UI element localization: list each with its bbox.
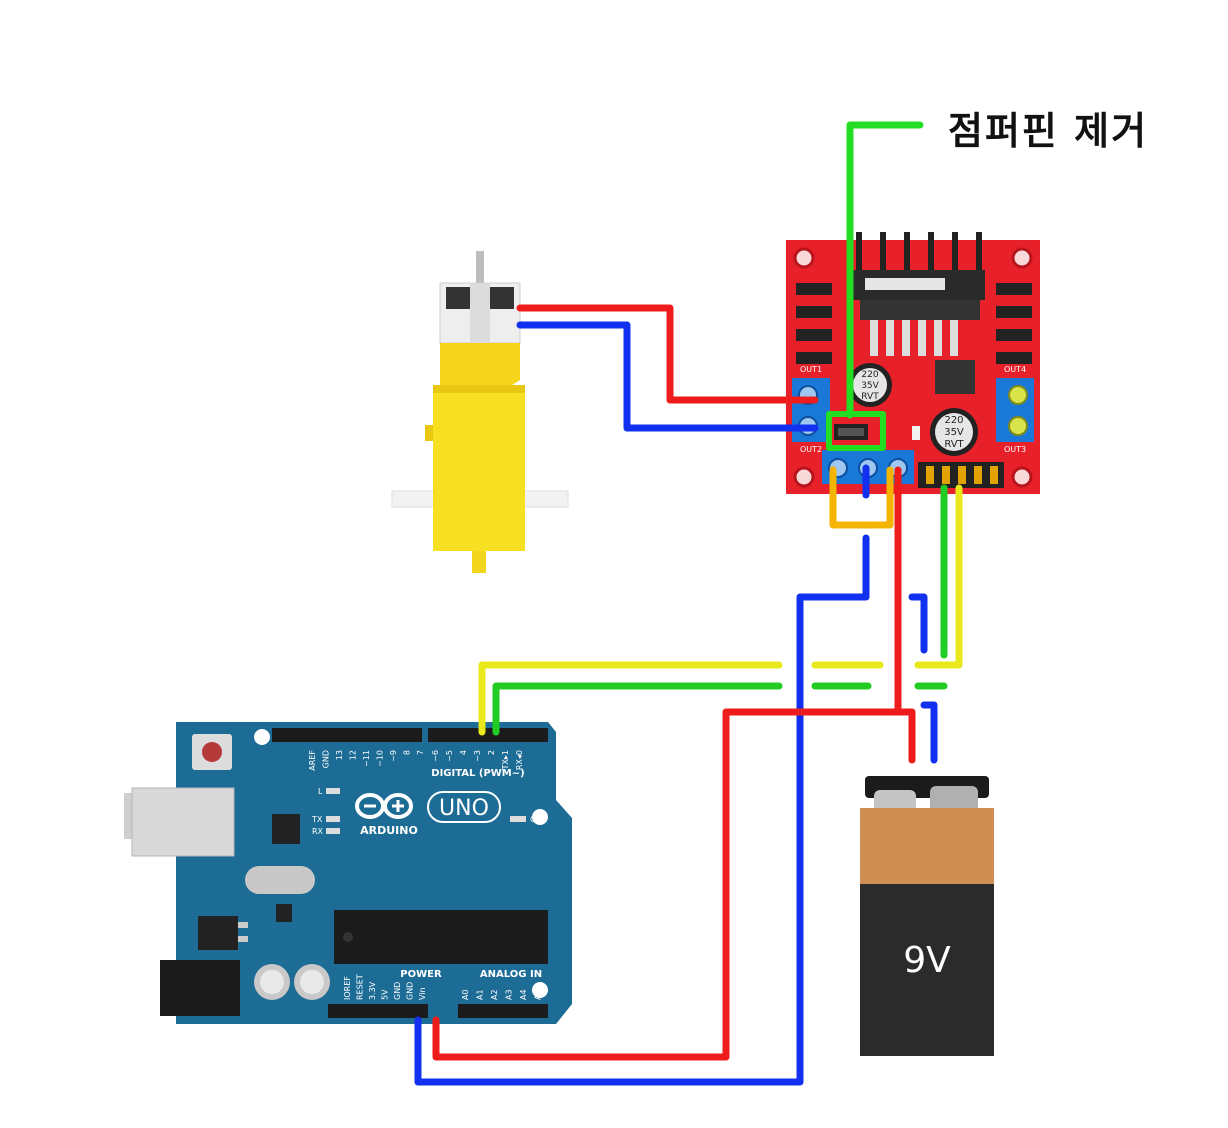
jumper-callout-line xyxy=(846,121,924,419)
orange-jumper-wire xyxy=(829,466,894,529)
pin-label: 13 xyxy=(335,750,344,760)
analog-label: ANALOG IN xyxy=(480,969,542,980)
pin-label: 4 xyxy=(459,750,468,755)
pin-label: ~6 xyxy=(431,750,440,762)
svg-text:TX: TX xyxy=(311,815,323,824)
pin-label: 2 xyxy=(487,750,496,755)
pin-label: 3.3V xyxy=(368,981,377,1000)
wires xyxy=(414,121,963,1086)
pin-label: ~3 xyxy=(473,750,482,762)
capacitor-right: 220 35V RVT xyxy=(930,408,978,456)
pin-label: ~5 xyxy=(445,750,454,762)
pin-label: ~11 xyxy=(362,750,371,767)
svg-text:OUT3: OUT3 xyxy=(1004,445,1026,454)
analog-header xyxy=(458,1004,548,1018)
pin-label: GND xyxy=(393,982,402,1000)
dc-gear-motor xyxy=(391,251,569,573)
svg-text:35V: 35V xyxy=(944,427,964,438)
battery-positive-red xyxy=(894,708,916,764)
digital-header-1 xyxy=(272,728,422,742)
pin-label: TX▸1 xyxy=(501,750,510,770)
svg-text:220: 220 xyxy=(861,370,878,380)
pin-label: A5 xyxy=(534,989,543,1000)
crystal xyxy=(245,866,315,894)
motor-shaft xyxy=(476,251,484,287)
digital-header-2 xyxy=(428,728,548,742)
gearbox-shaft xyxy=(472,551,486,573)
pin-label: AREF xyxy=(308,750,317,771)
pin-label: GND xyxy=(322,750,331,768)
pin-label: Vin xyxy=(418,987,427,1000)
gearbox-body xyxy=(433,385,525,551)
signal-yellow-driver xyxy=(914,484,963,669)
svg-text:OUT4: OUT4 xyxy=(1004,365,1026,374)
arduino-infinity-logo xyxy=(355,793,413,819)
pin-label: ~9 xyxy=(389,750,398,762)
arduino-brand-text: ARDUINO xyxy=(360,824,418,837)
dc-power-jack xyxy=(160,960,240,1016)
pin-label: 12 xyxy=(349,750,358,760)
pin-label: RX◂0 xyxy=(515,750,524,770)
svg-text:OUT2: OUT2 xyxy=(800,445,822,454)
battery-label: 9V xyxy=(903,940,951,981)
pin-label: RESET xyxy=(356,974,365,1000)
motor-wire-blue xyxy=(516,321,819,432)
pin-label: GND xyxy=(406,982,415,1000)
terminal-out1-out2 xyxy=(792,378,830,442)
signal-green-arduino xyxy=(492,682,783,736)
motor-wire-red xyxy=(516,304,819,404)
battery-copper-top xyxy=(860,808,994,886)
analog-pin-labels: A0 A1 A2 A3 A4 A5 xyxy=(461,989,543,1000)
l298n-motor-driver: 220 35V RVT 220 35V RVT OUT1 OUT4 OUT2 O… xyxy=(786,232,1040,494)
signal-yellow-arduino xyxy=(478,661,783,736)
svg-text:35V: 35V xyxy=(861,381,879,391)
svg-text:RVT: RVT xyxy=(861,392,879,402)
svg-text:RVT: RVT xyxy=(944,439,964,450)
svg-text:OUT1: OUT1 xyxy=(800,365,822,374)
pin-label: A2 xyxy=(490,989,499,1000)
svg-text:RX: RX xyxy=(312,827,324,836)
capacitor-left: 220 35V RVT xyxy=(848,363,892,407)
battery-negative-blue-a xyxy=(908,593,928,654)
battery-negative-blue-b xyxy=(920,701,938,764)
driver-gnd-down xyxy=(414,534,870,1086)
pin-label: 8 xyxy=(403,750,412,755)
pin-label: 5V xyxy=(381,989,390,1000)
jumper-highlight-box xyxy=(826,411,886,451)
uno-logo-text: UNO xyxy=(439,796,489,821)
svg-text:L: L xyxy=(318,787,323,796)
pin-label: A0 xyxy=(461,989,470,1000)
arduino-uno-board: DIGITAL (PWM~) POWER ANALOG IN ON L TX R… xyxy=(124,722,572,1024)
pin-label: A3 xyxy=(505,989,514,1000)
power-label: POWER xyxy=(400,969,442,980)
pin-label: 7 xyxy=(416,750,425,755)
battery-body xyxy=(860,884,994,1056)
voltage-regulator xyxy=(935,360,975,394)
power-header xyxy=(328,1004,428,1018)
9v-battery: 9V xyxy=(860,776,994,1056)
atmega-chip xyxy=(334,910,548,964)
svg-text:ON: ON xyxy=(530,815,542,824)
pin-label: A1 xyxy=(476,989,485,1000)
digital-label: DIGITAL (PWM~) xyxy=(431,768,524,779)
terminal-out3-out4 xyxy=(996,378,1034,442)
input-header xyxy=(918,462,1004,488)
jumper-remove-callout: 점퍼핀 제거 xyxy=(948,109,1149,153)
arduino-vin-red xyxy=(432,708,902,1061)
pin-label: ~10 xyxy=(376,750,385,767)
gearbox-top xyxy=(440,343,520,393)
svg-text:220: 220 xyxy=(944,415,963,426)
pin-label: IOREF xyxy=(343,976,352,1000)
pin-label: A4 xyxy=(519,989,528,1000)
